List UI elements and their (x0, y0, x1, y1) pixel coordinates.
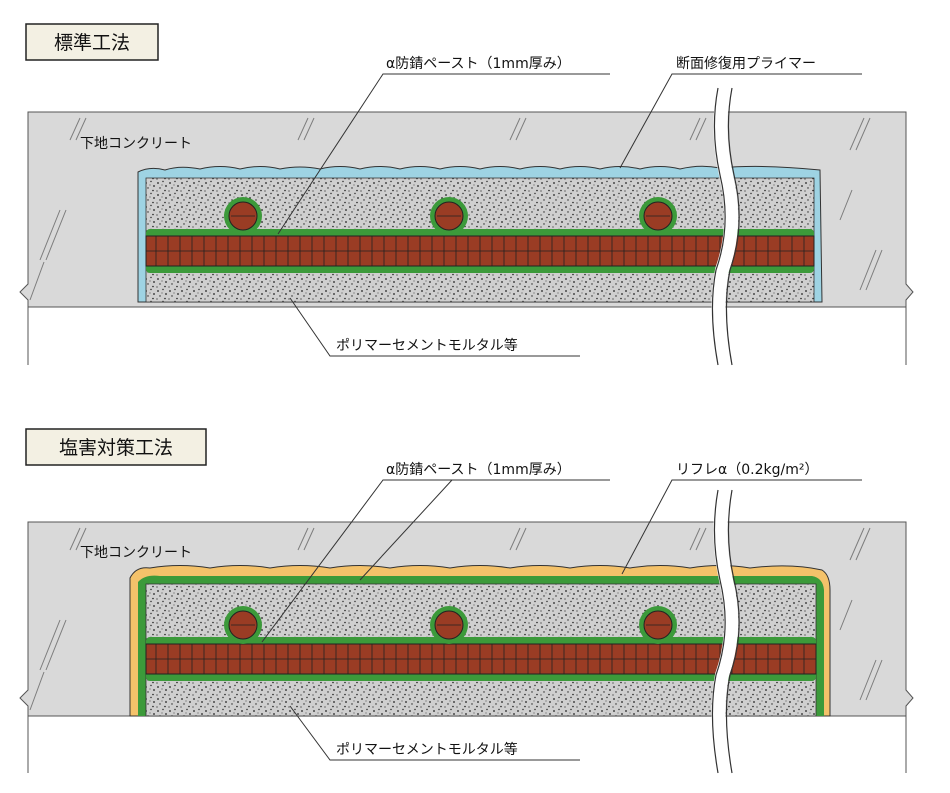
label-rust-paste: α防錆ペースト（1mm厚み） (386, 461, 571, 478)
leader-primer (619, 73, 862, 169)
section-title-box (25, 428, 207, 466)
section-salt-damage: 塩害対策工法 (19, 428, 914, 775)
label-primer: 断面修復用プライマー (676, 55, 816, 72)
leader-mortar (289, 705, 580, 761)
label-mortar: ポリマーセメントモルタル等 (336, 741, 518, 758)
label-rust-paste: α防錆ペースト（1mm厚み） (386, 55, 571, 72)
section-title-box (25, 23, 159, 61)
leader-mortar (289, 297, 580, 357)
section-title: 塩害対策工法 (59, 437, 173, 459)
label-base-concrete: 下地コンクリート (80, 136, 192, 152)
leader-rust-paste (261, 479, 610, 643)
label-refreal: リフレα（0.2kg/m²） (676, 462, 818, 478)
concrete-hatch (29, 117, 883, 301)
break-line (711, 488, 739, 775)
label-mortar: ポリマーセメントモルタル等 (336, 337, 518, 354)
cross-rebar (224, 606, 677, 644)
leader-refreal (621, 479, 862, 575)
concrete-hatch (29, 527, 883, 711)
leader-rust-paste (277, 73, 610, 235)
break-line (711, 86, 739, 367)
section-standard: 標準工法 (19, 23, 914, 367)
label-base-concrete: 下地コンクリート (80, 545, 192, 561)
section-title: 標準工法 (54, 32, 130, 54)
cross-rebar (224, 197, 677, 235)
